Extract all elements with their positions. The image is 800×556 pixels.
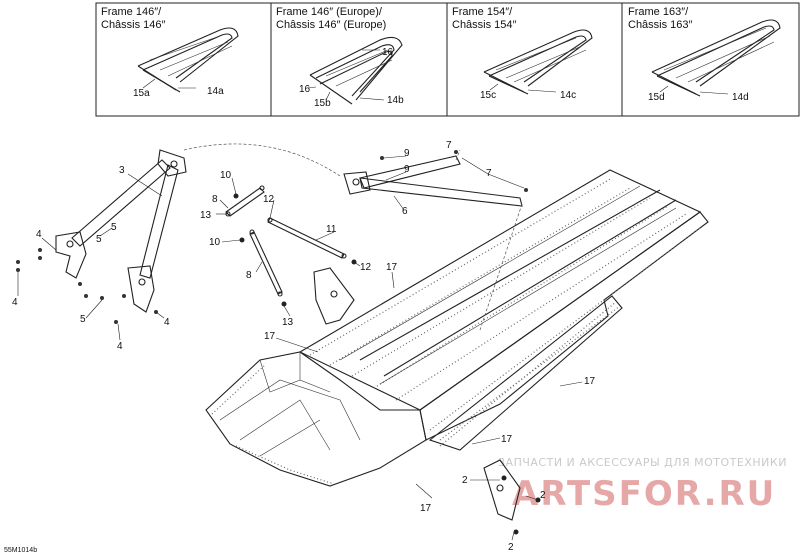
tunnel-rail-drawing: [309, 36, 403, 105]
callout-14b: 14b: [387, 95, 404, 106]
chassis-tunnel: [205, 169, 709, 487]
watermark-brand: ARTSFOR.RU: [512, 474, 776, 514]
diagram-code: 55M1014b: [4, 547, 37, 554]
upper-column-assembly: [55, 143, 341, 313]
callout-4-c: 4: [117, 341, 123, 352]
callout-4-d: 4: [164, 317, 170, 328]
support-rods: [225, 185, 347, 297]
callout-2-b: 2: [540, 490, 546, 501]
callout-2-a: 2: [462, 475, 468, 486]
callout-6: 6: [402, 206, 408, 217]
panel-frame-154: Frame 154″/ Châssis 154″ 15c 14c: [452, 6, 593, 101]
callout-numbers: 3 4 4 4 4 5 5 5 6 7 7 8 8 9 9 10 10 11 1…: [12, 140, 596, 553]
rear-bracket: [483, 459, 521, 521]
callout-15d: 15d: [648, 92, 665, 103]
panel-title-line1: Frame 146″ (Europe)/: [276, 6, 383, 18]
panel-title-line2: Châssis 146″: [101, 19, 166, 31]
callout-2-c: 2: [508, 542, 514, 553]
callout-4-a: 4: [36, 229, 42, 240]
callout-12-a: 12: [263, 194, 275, 205]
panel-title-line2: Châssis 146″ (Europe): [276, 19, 386, 31]
callout-3: 3: [119, 165, 125, 176]
tunnel-rail-drawing: [137, 27, 239, 93]
callout-9-a: 9: [404, 148, 410, 159]
panel-title-line1: Frame 154″/: [452, 6, 513, 18]
callout-17-d: 17: [501, 434, 513, 445]
callout-14c: 14c: [560, 90, 576, 101]
middle-bracket: [313, 267, 355, 325]
callout-13-a: 13: [200, 210, 212, 221]
callout-15b: 15b: [314, 98, 331, 109]
callout-leaders: [17, 155, 583, 541]
callout-15a: 15a: [133, 88, 150, 99]
callout-5-a: 5: [111, 222, 117, 233]
callout-4-b: 4: [12, 297, 18, 308]
callout-5-c: 5: [80, 314, 86, 325]
callout-10-a: 10: [220, 170, 232, 181]
tunnel-rail-drawing: [483, 29, 593, 95]
callout-17-a: 17: [386, 262, 398, 273]
panel-title-line1: Frame 163″/: [628, 6, 689, 18]
panel-frame-163: Frame 163″/ Châssis 163″ 15d 14d: [628, 6, 781, 103]
callout-17-c: 17: [584, 376, 596, 387]
callout-8-a: 8: [212, 194, 218, 205]
panel-frame-146-europe: Frame 146″ (Europe)/ Châssis 146″ (Europ…: [276, 6, 404, 109]
callout-9-b: 9: [404, 164, 410, 175]
panel-title-line1: Frame 146″/: [101, 6, 162, 18]
callout-12-b: 12: [360, 262, 372, 273]
callout-5-b: 5: [96, 234, 102, 245]
callout-7-b: 7: [446, 140, 452, 151]
callout-17-e: 17: [420, 503, 432, 514]
callout-14a: 14a: [207, 86, 224, 97]
callout-8-b: 8: [246, 270, 252, 281]
callout-14d: 14d: [732, 92, 749, 103]
callout-15c: 15c: [480, 90, 496, 101]
callout-11: 11: [326, 224, 337, 235]
fasteners: [16, 150, 541, 535]
panel-frame-146: Frame 146″/ Châssis 146″ 15a 14a: [101, 6, 239, 99]
callout-16-lower: 16: [299, 84, 311, 95]
callout-16-upper: 16: [382, 47, 394, 58]
frame-variant-panels: Frame 146″/ Châssis 146″ 15a 14a Frame 1…: [95, 2, 800, 117]
callout-13-b: 13: [282, 317, 294, 328]
tunnel-rail-drawing: [651, 19, 781, 97]
upper-crossbar: [343, 149, 523, 331]
panel-title-line2: Châssis 163″: [628, 19, 693, 31]
panel-title-line2: Châssis 154″: [452, 19, 517, 31]
callout-7-a: 7: [486, 168, 492, 179]
watermark: ЗАПЧАСТИ И АКСЕССУАРЫ ДЛЯ МОТОТЕХНИКИ AR…: [498, 456, 787, 514]
watermark-tagline: ЗАПЧАСТИ И АКСЕССУАРЫ ДЛЯ МОТОТЕХНИКИ: [498, 456, 787, 469]
callout-10-b: 10: [209, 237, 221, 248]
callout-17-b: 17: [264, 331, 276, 342]
